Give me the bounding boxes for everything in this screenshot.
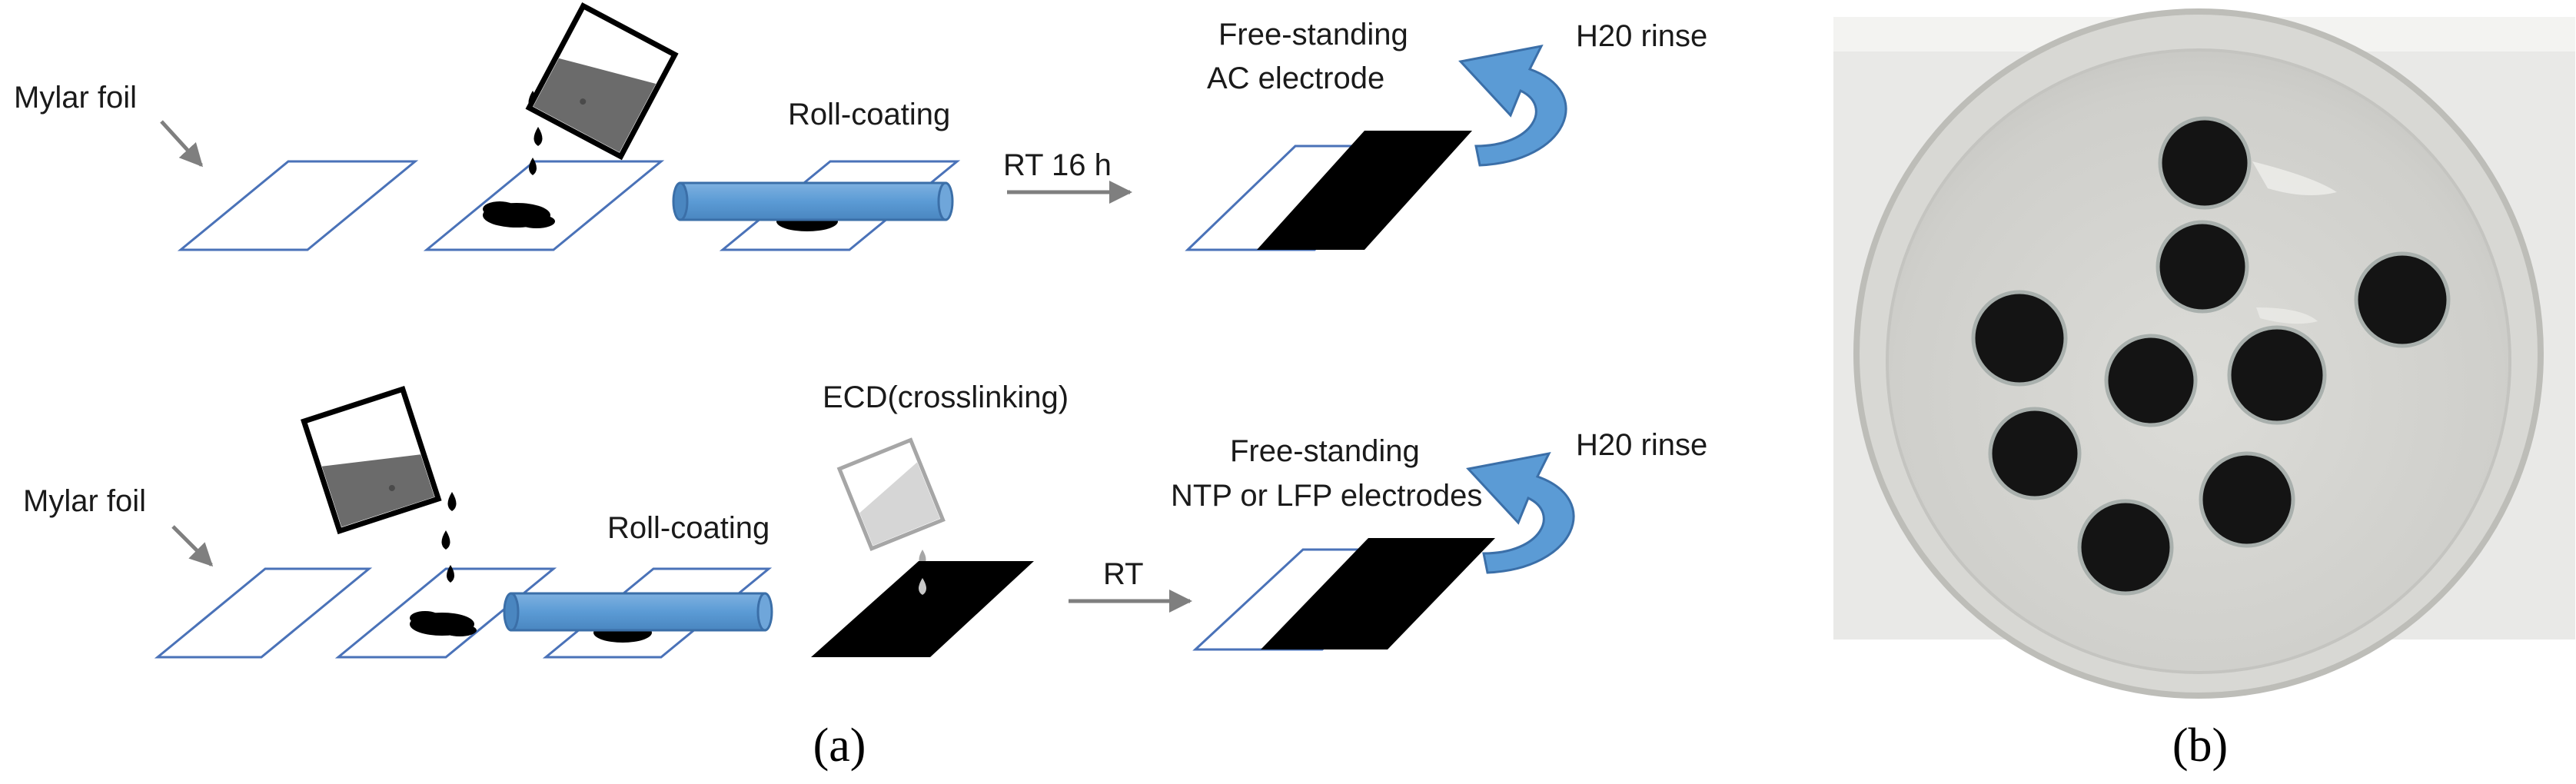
- row1-foil-empty: [177, 160, 419, 251]
- row2-mylar-foil-label: Mylar foil: [23, 484, 146, 518]
- row2-ntp-lfp-electrode: [1261, 538, 1495, 649]
- electrode-disc: [2104, 334, 2198, 427]
- row2-foil-slurry: [334, 567, 557, 659]
- row2-process: Mylar foil Roll-coating ECD(crossli: [23, 380, 1707, 659]
- row2-product-label-2: NTP or LFP electrodes: [1171, 479, 1482, 513]
- electrode-disc: [2199, 451, 2295, 548]
- panel-b-photo: [1833, 8, 2575, 699]
- electrode-disc: [1988, 407, 2082, 500]
- electrode-disc: [2354, 251, 2451, 348]
- row1-roller: [672, 181, 954, 221]
- row2-rt-label: RT: [1103, 557, 1144, 591]
- row1-roll-coating-label: Roll-coating: [788, 98, 950, 131]
- row1-rinse-label: H20 rinse: [1576, 19, 1707, 53]
- row2-product-label-1: Free-standing: [1230, 434, 1420, 468]
- panel-a-caption: (a): [813, 719, 866, 772]
- row1-beaker-icon: [525, 2, 679, 161]
- petri-dish-base: [1886, 48, 2511, 674]
- row2-ecd-beaker-icon: [836, 437, 946, 552]
- row2-roller: [503, 592, 773, 632]
- row1-mylar-arrow: [160, 120, 204, 168]
- row2-droplets: [441, 492, 457, 583]
- electrode-disc: [2227, 325, 2327, 425]
- electrode-disc: [2158, 116, 2252, 210]
- electrode-discs: [1971, 116, 2451, 596]
- electrode-disc: [1971, 290, 2068, 387]
- electrode-disc: [2077, 499, 2174, 596]
- row2-rinse-label: H20 rinse: [1576, 428, 1707, 462]
- row1-rt-16h-label: RT 16 h: [1003, 148, 1112, 182]
- row1-rinse-arrow-icon: [1458, 44, 1567, 167]
- panel-b-caption: (b): [2172, 719, 2228, 772]
- row2-rinse-arrow-icon: [1466, 451, 1575, 574]
- row2-roll-coating-label: Roll-coating: [607, 511, 769, 545]
- row1-product-label-1: Free-standing: [1218, 18, 1408, 51]
- row2-crosslinking-label: ECD(crosslinking): [823, 380, 1069, 414]
- electrode-disc: [2156, 220, 2249, 314]
- row2-foil-empty: [154, 567, 373, 659]
- row2-black-layer: [811, 561, 1034, 657]
- row1-ac-electrode: [1257, 131, 1472, 250]
- row1-process: Mylar foil Roll-coating R: [14, 2, 1707, 251]
- row1-foil-slurry: [423, 160, 665, 251]
- row2-mylar-arrow: [171, 525, 214, 567]
- row2-beaker-icon: [301, 385, 442, 535]
- row1-product-label-2: AC electrode: [1207, 61, 1384, 95]
- row1-mylar-foil-label: Mylar foil: [14, 81, 137, 115]
